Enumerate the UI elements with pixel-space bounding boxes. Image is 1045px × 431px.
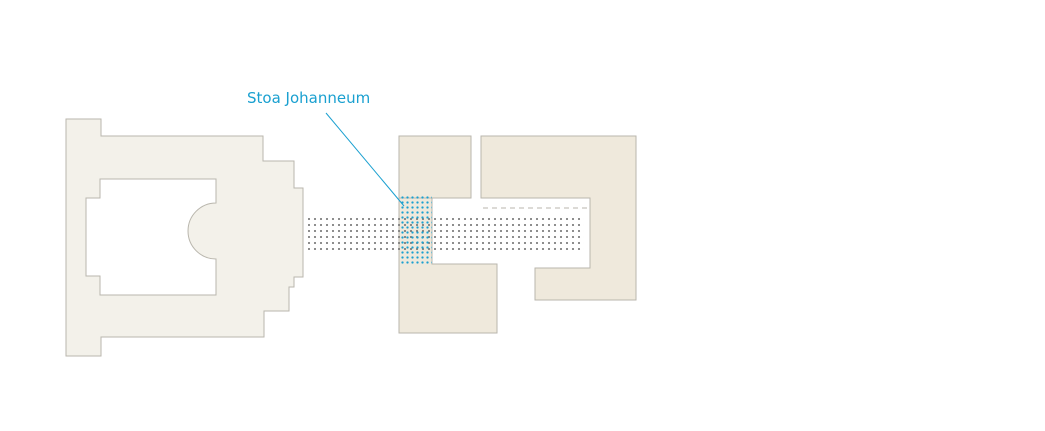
callout-label: Stoa Johanneum: [247, 89, 370, 107]
building-left-courtyard: [85, 178, 217, 296]
dotted-passage: [308, 215, 584, 253]
building-right-east-wing: [480, 135, 637, 301]
callout-line: [325, 112, 405, 207]
building-right-upper-left: [398, 135, 472, 199]
stoa-johanneum-area: [399, 196, 432, 265]
